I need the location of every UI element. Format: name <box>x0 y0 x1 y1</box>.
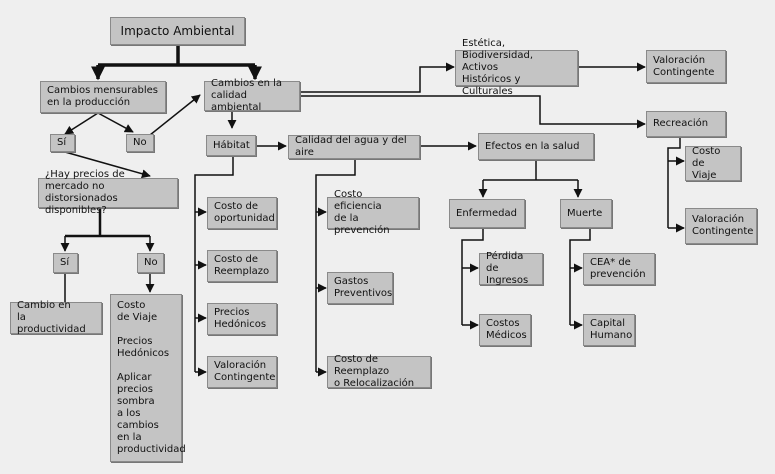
node-precios-hedonicos: Precios Hedónicos <box>207 303 277 335</box>
node-si-2: Sí <box>53 253 78 273</box>
node-cambios-calidad-ambiental: Cambios en la calidad ambiental <box>204 78 300 113</box>
node-si-1: Sí <box>50 134 75 152</box>
node-efectos-salud: Efectos en la salud <box>478 133 594 160</box>
node-no-1: No <box>126 134 154 152</box>
node-estetica-biodiversidad: Estética, Biodiversidad, Activos Históri… <box>455 38 578 97</box>
node-valoracion-contingente-top: Valoración Contingente <box>646 50 726 83</box>
node-costos-medicos: Costos Médicos <box>479 314 531 346</box>
node-impacto-ambiental: Impacto Ambiental <box>110 17 245 45</box>
node-habitat: Hábitat <box>206 135 256 156</box>
node-muerte: Muerte <box>560 199 612 228</box>
node-valoracion-contingente-habitat: Valoración Contingente <box>207 356 277 388</box>
node-valoracion-contingente-recreacion: Valoración Contingente <box>685 208 757 244</box>
node-cea-prevencion: CEA* de prevención <box>583 253 655 285</box>
node-cambios-mensurables: Cambios mensurables en la producción <box>40 81 166 113</box>
node-costo-oportunidad: Costo de oportunidad <box>207 197 277 229</box>
node-calidad-agua-aire: Calidad del agua y del aire <box>288 135 420 159</box>
node-hay-precios: ¿Hay precios de mercado no distorsionado… <box>38 169 178 216</box>
node-perdida-ingresos: Pérdida de Ingresos <box>479 251 543 286</box>
node-costo-viaje-recreacion: Costo de Viaje <box>685 146 741 181</box>
node-enfermedad: Enfermedad <box>449 199 525 228</box>
node-costo-eficiencia: Costo eficiencia de la prevención <box>327 189 419 236</box>
node-no-2: No <box>137 253 164 273</box>
node-recreacion: Recreación <box>646 111 726 137</box>
node-cambio-productividad: Cambio en la productividad <box>10 300 102 335</box>
node-costo-viaje-lista: Costo de Viaje Precios Hedónicos Aplicar… <box>110 294 186 462</box>
node-costo-reemplazo-relocalizacion: Costo de Reemplazo o Relocalización <box>327 354 431 389</box>
node-gastos-preventivos: Gastos Preventivos <box>327 272 393 304</box>
node-capital-humano: Capital Humano <box>583 314 635 346</box>
node-costo-reemplazo: Costo de Reemplazo <box>207 250 277 282</box>
